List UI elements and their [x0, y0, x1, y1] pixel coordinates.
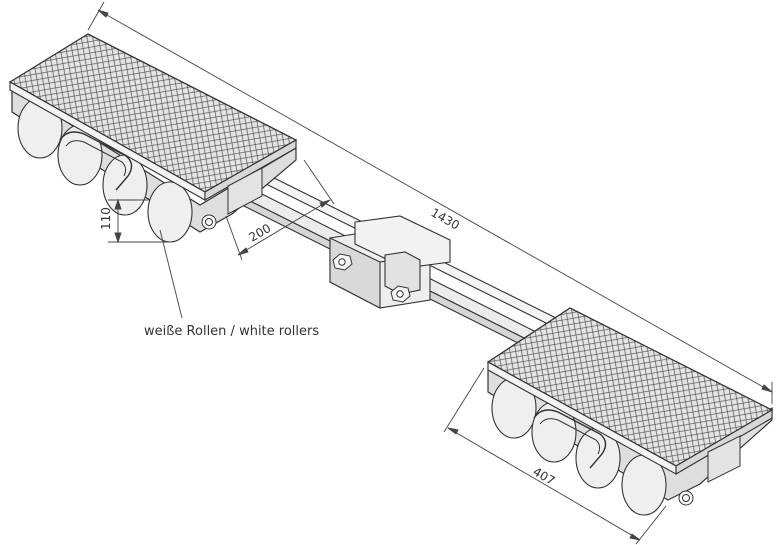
right-rollers — [491, 377, 667, 516]
left-skate — [8, 33, 298, 243]
dimension-overall-length — [87, 1, 773, 404]
right-skate-bolt — [678, 490, 694, 506]
right-skate-handle — [533, 409, 607, 469]
center-coupling — [329, 215, 451, 309]
dim-110-label: 110 — [99, 207, 113, 230]
dimension-height — [108, 198, 172, 244]
coupling-bolt-right — [390, 285, 411, 303]
callout-label: weiße Rollen / white rollers — [144, 324, 319, 339]
dim-407-label: 407 — [531, 464, 558, 488]
dim-1430-label: 1430 — [429, 205, 462, 232]
right-skate — [486, 307, 774, 516]
dimension-rail-spacing — [225, 159, 335, 261]
callout-leader — [159, 229, 183, 319]
coupling-bolt-left — [332, 253, 353, 271]
dimension-pad-length — [443, 367, 667, 545]
left-skate-bolt — [201, 214, 217, 230]
dim-200-label: 200 — [247, 221, 274, 245]
